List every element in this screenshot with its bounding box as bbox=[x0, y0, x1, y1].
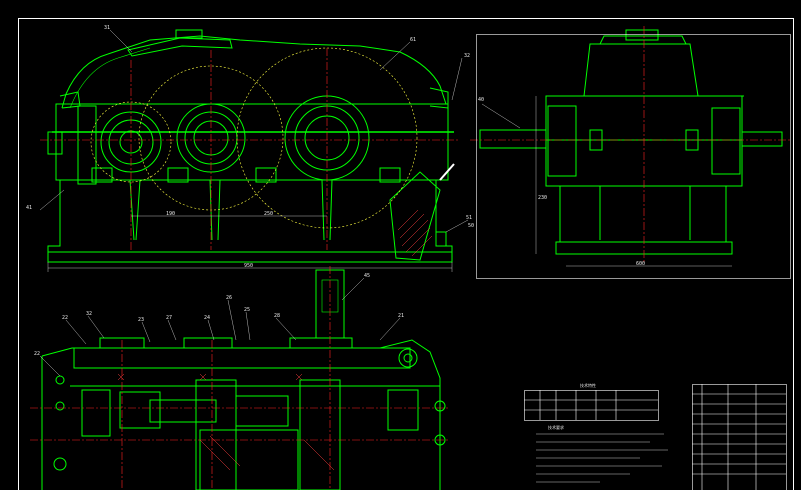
balloon-25: 25 bbox=[244, 307, 251, 313]
plan-hatch bbox=[117, 373, 335, 471]
leader-lines bbox=[39, 29, 521, 377]
centerlines-front bbox=[40, 48, 460, 250]
dim-950: 950 bbox=[244, 263, 254, 269]
dim-230: 230 bbox=[538, 195, 548, 201]
hatch-section bbox=[397, 209, 433, 257]
dim-190: 190 bbox=[166, 211, 176, 217]
dim-250: 250 bbox=[264, 211, 274, 217]
balloon-27: 27 bbox=[166, 315, 173, 321]
front-view bbox=[47, 29, 455, 263]
sheet-border bbox=[18, 18, 794, 490]
balloon-40: 40 bbox=[478, 97, 485, 103]
balloon-41: 41 bbox=[26, 205, 33, 211]
dims-side bbox=[535, 96, 732, 267]
dim-600: 600 bbox=[636, 261, 646, 267]
balloon-22: 22 bbox=[62, 315, 69, 321]
balloon-28: 28 bbox=[274, 313, 281, 319]
gear-circles bbox=[90, 47, 418, 229]
balloon-51: 51 bbox=[466, 215, 473, 221]
plan-section bbox=[41, 269, 446, 490]
balloon-50: 50 bbox=[468, 223, 475, 229]
side-view bbox=[479, 29, 783, 255]
requirements-lines bbox=[536, 433, 668, 483]
parts-list bbox=[692, 384, 787, 490]
centerlines-plan bbox=[30, 266, 450, 490]
requirements-title: 技术要求 bbox=[548, 425, 564, 430]
balloon-31: 31 bbox=[104, 25, 111, 31]
side-view-frame bbox=[476, 34, 791, 279]
balloon-21: 21 bbox=[398, 313, 405, 319]
balloon-45: 45 bbox=[364, 273, 371, 279]
tech-table-title: 技术特性 bbox=[580, 383, 596, 388]
tech-table bbox=[524, 390, 659, 421]
dims-front bbox=[47, 215, 453, 272]
balloon-32-plan: 32 bbox=[86, 311, 93, 317]
centerlines-side bbox=[470, 26, 790, 262]
balloon-32: 32 bbox=[464, 53, 471, 59]
balloon-26: 26 bbox=[226, 295, 233, 301]
balloon-24: 24 bbox=[204, 315, 211, 321]
balloon-22-left: 22 bbox=[34, 351, 41, 357]
balloon-61: 61 bbox=[410, 37, 417, 43]
balloon-23: 23 bbox=[138, 317, 145, 323]
